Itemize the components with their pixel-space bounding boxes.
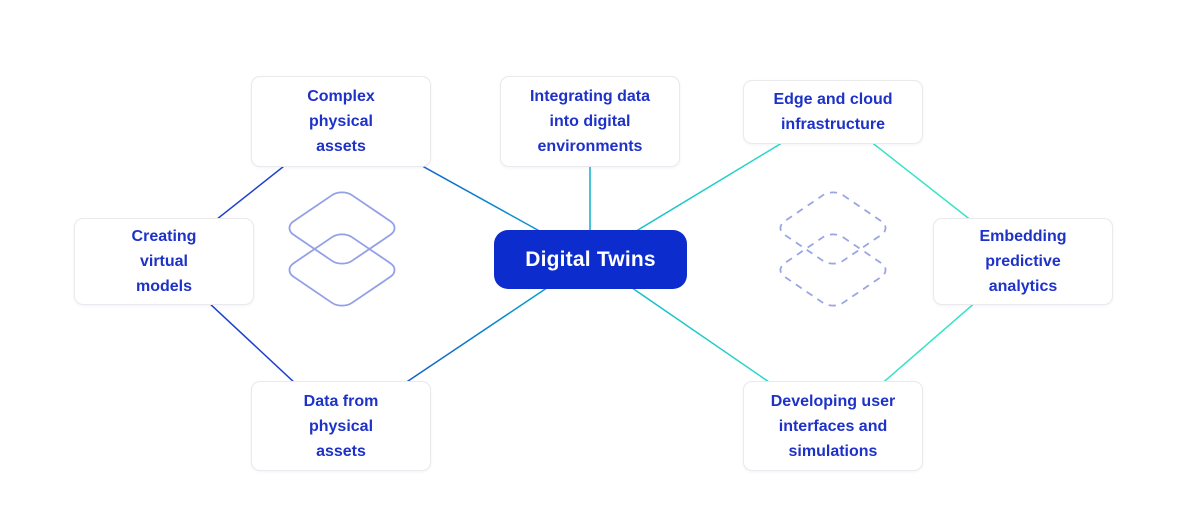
node-label: Integrating data into digital environmen… <box>529 88 650 155</box>
hub-digital-twins: Digital Twins <box>494 230 687 289</box>
node-label: Data from physical assets <box>303 392 379 460</box>
hub-label: Digital Twins <box>525 247 656 271</box>
node-data-from-physical-assets: Data from physical assets <box>251 381 431 471</box>
node-label: Developing user interfaces and simulatio… <box>770 392 896 460</box>
node-developing-user-interfaces: Developing user interfaces and simulatio… <box>743 381 923 471</box>
node-label: Creating virtual models <box>131 228 197 295</box>
layers-stacked-dashed-icon <box>775 188 892 309</box>
node-label: Embedding predictive analytics <box>979 228 1067 295</box>
node-label: Edge and cloud infrastructure <box>773 91 893 133</box>
node-edge-and-cloud-infrastructure: Edge and cloud infrastructure <box>743 80 923 144</box>
node-label: Complex physical assets <box>307 88 375 155</box>
layers-stacked-solid-icon <box>284 188 401 309</box>
node-creating-virtual-models: Creating virtual models <box>74 218 254 305</box>
node-embedding-predictive-analytics: Embedding predictive analytics <box>933 218 1113 305</box>
node-complex-physical-assets: Complex physical assets <box>251 76 431 167</box>
node-integrating-data: Integrating data into digital environmen… <box>500 76 680 167</box>
